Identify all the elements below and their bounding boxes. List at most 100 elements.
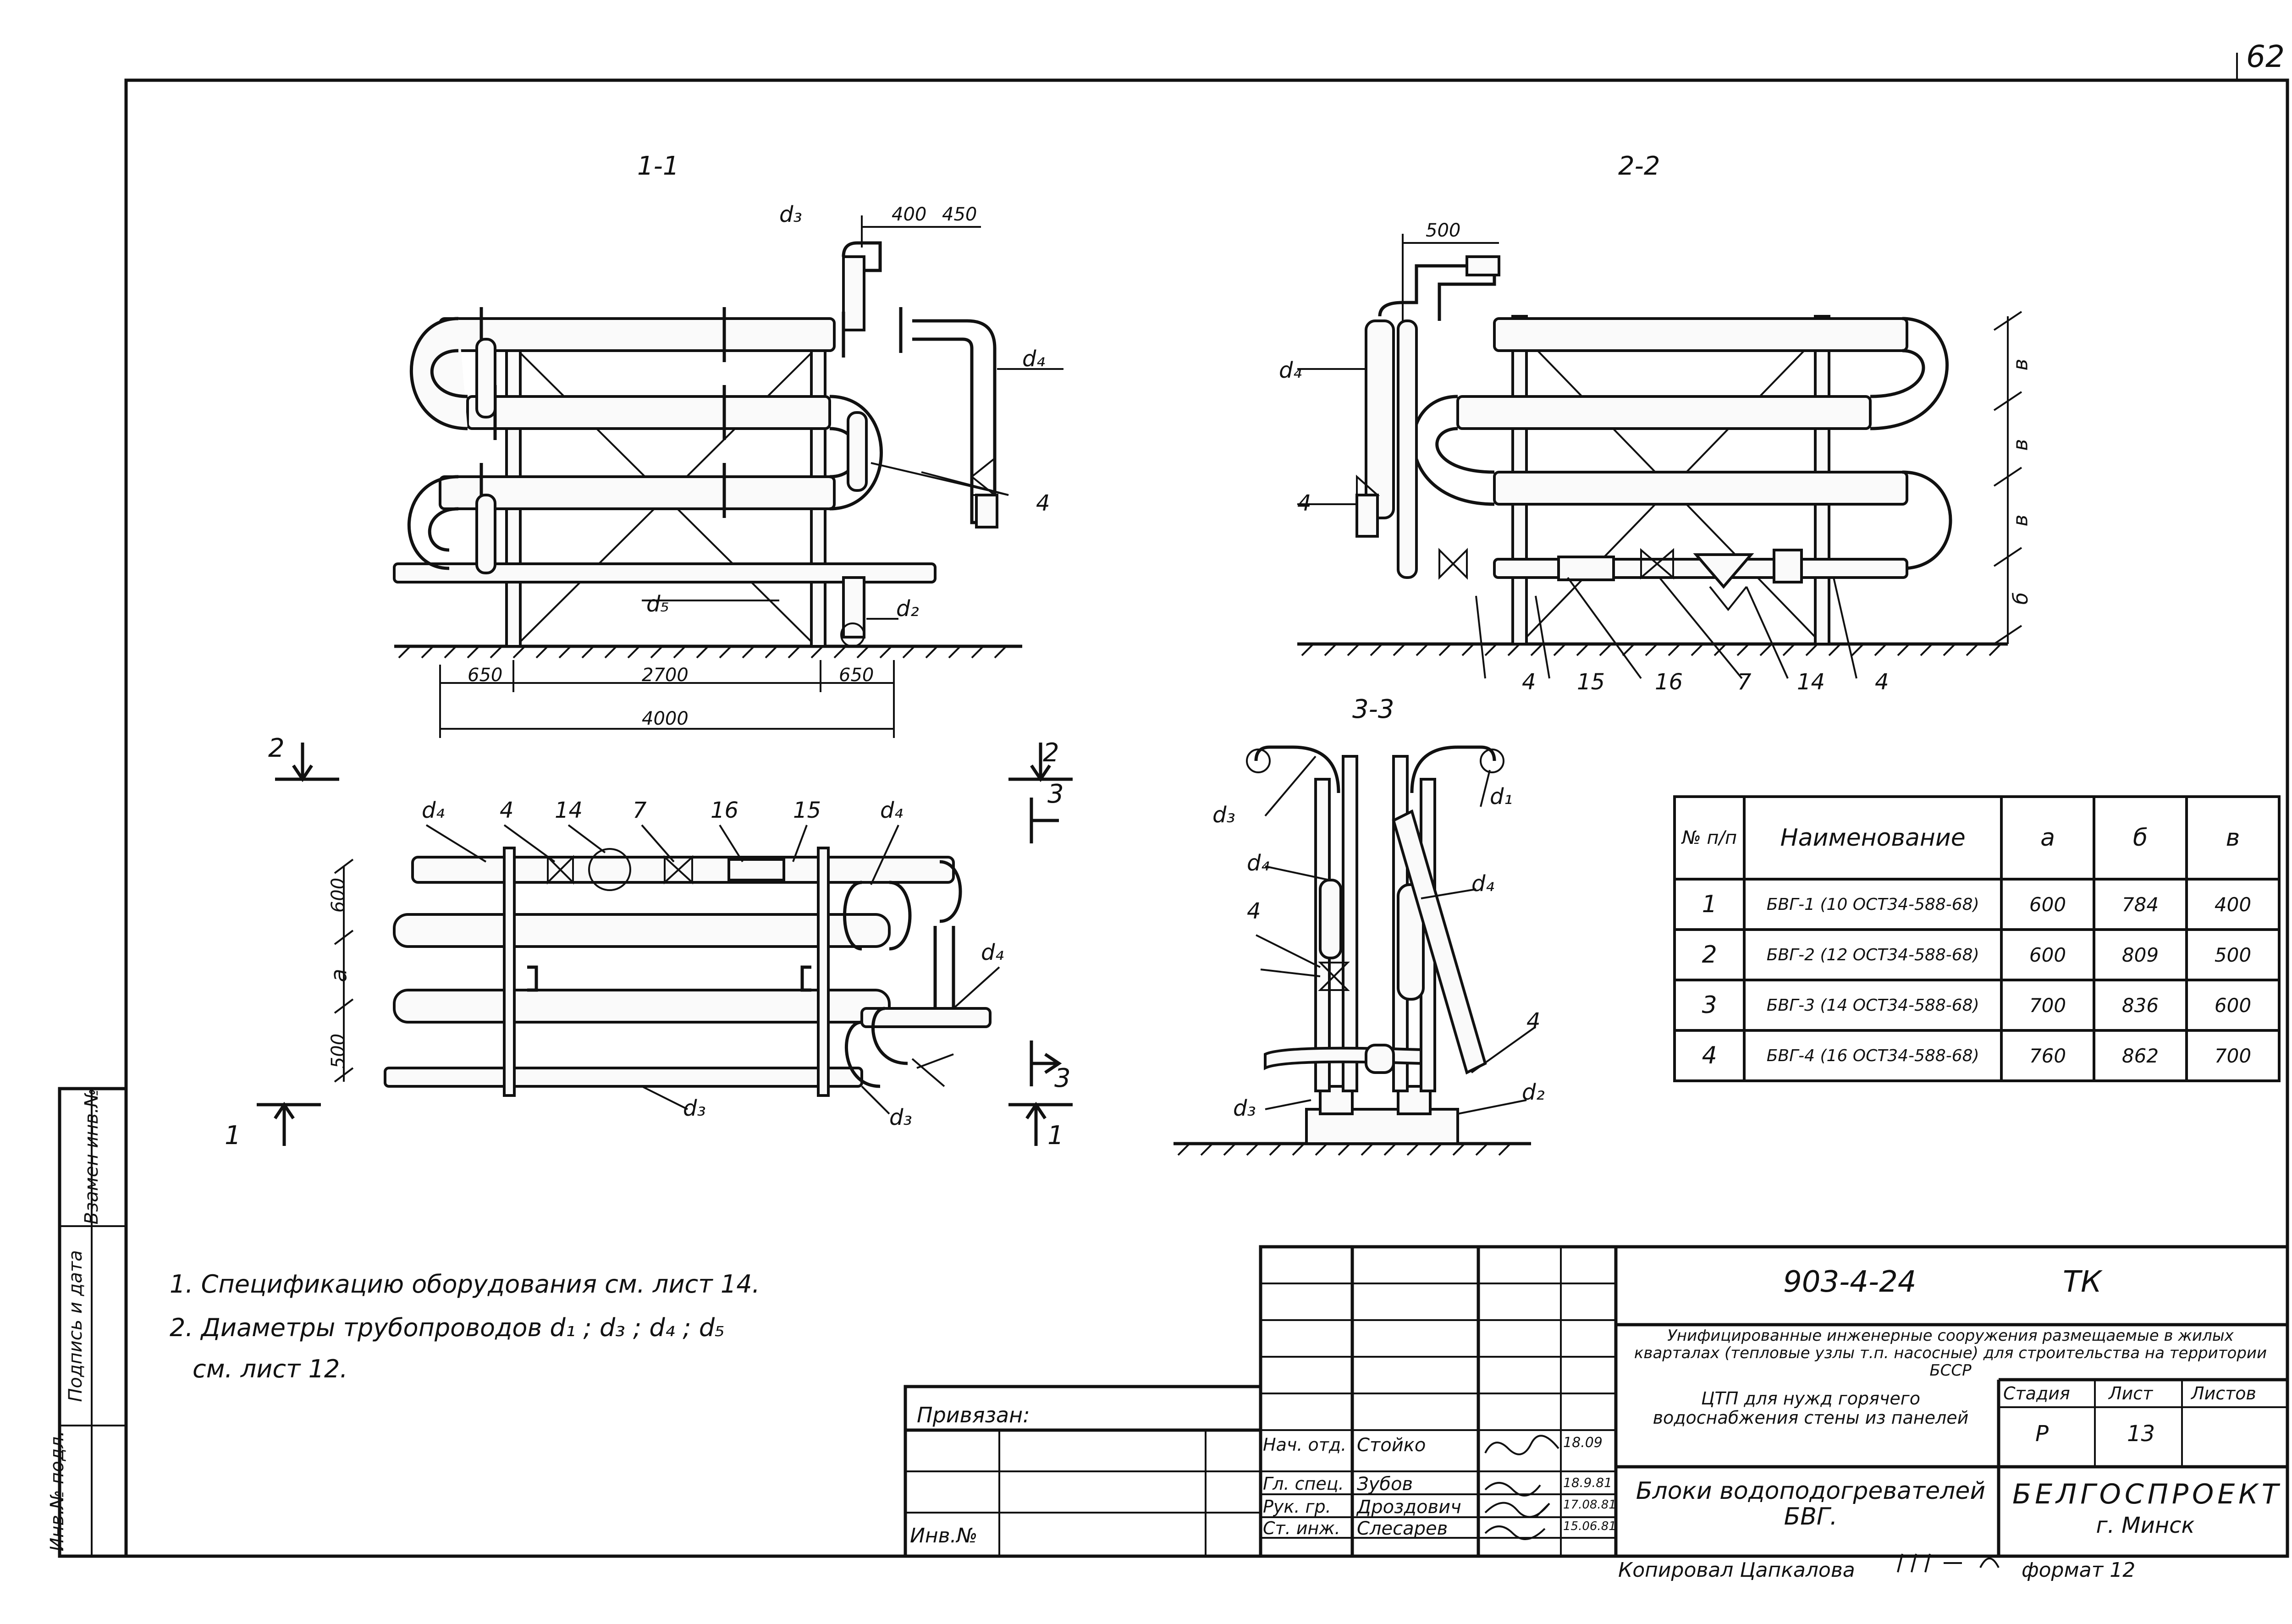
note-1: 1. Спецификацию оборудования см. лист 14…: [170, 1270, 760, 1299]
stage-value: Р: [2035, 1421, 2049, 1447]
label-d4: d₄: [1247, 850, 1270, 876]
table-row: 4 БВГ-4 (16 ОСТ34-588-68) 760 862 700: [1673, 1029, 2281, 1082]
label-d4: d₄: [981, 940, 1004, 965]
table-row: 2 БВГ-2 (12 ОСТ34-588-68) 600 809 500: [1673, 928, 2281, 981]
section-label-1-1: 1-1: [637, 151, 679, 181]
cell: БВГ-3 (14 ОСТ34-588-68): [1743, 979, 2003, 1032]
label-d3: d₃: [1233, 1096, 1256, 1121]
label-4: 4: [500, 798, 514, 823]
section-label-3-3: 3-3: [1352, 694, 1394, 724]
cell: 4: [1673, 1029, 1746, 1082]
label-d3: d₃: [683, 1096, 706, 1121]
label-d3: d₃: [889, 1105, 912, 1130]
subject: ЦТП для нужд горячего водоснабжения стен…: [1653, 1388, 1969, 1428]
cell: 700: [2185, 1029, 2281, 1082]
cell: 862: [2093, 1029, 2188, 1082]
person: Слесарев: [1357, 1518, 1448, 1539]
cell: БВГ-1 (10 ОСТ34-588-68): [1743, 878, 2003, 931]
dim-2700: 2700: [642, 665, 689, 686]
label-d5: d₅: [646, 591, 669, 617]
label-15: 15: [1577, 669, 1605, 695]
label-4: 4: [1522, 669, 1536, 695]
arrow-label-1-left: 1: [225, 1121, 241, 1151]
label-d4: d₄: [1279, 358, 1302, 383]
person: Зубов: [1357, 1474, 1413, 1495]
dim-650-right: 650: [839, 665, 874, 686]
role: Нач. отд.: [1263, 1435, 1347, 1455]
role: Ст. инж.: [1263, 1518, 1340, 1538]
riser-d4: [1365, 319, 1395, 519]
label-4: 4: [1036, 490, 1050, 516]
title-block-grid: [904, 1245, 2289, 1558]
dim-400: 400: [892, 204, 927, 225]
label-16: 16: [1655, 669, 1683, 695]
sheet-label: Лист: [2109, 1383, 2153, 1404]
ground-hatch: [398, 645, 1007, 659]
project-title: Унифицированные инженерные сооружения ра…: [1634, 1327, 2267, 1380]
riser-d3: [842, 255, 865, 331]
side-stamp: [58, 1087, 128, 1558]
role: Рук. гр.: [1263, 1497, 1331, 1517]
label-4: 4: [1526, 1008, 1541, 1034]
copied-by: Копировал Цапкалова: [1618, 1558, 1855, 1582]
label-d4: d₄: [1022, 346, 1045, 372]
doc-mark: ТК: [2063, 1265, 2102, 1299]
label-d4: d₄: [880, 798, 903, 823]
format: формат 12: [2022, 1558, 2136, 1582]
person: Стойко: [1357, 1435, 1426, 1456]
cell: 3: [1673, 979, 1746, 1032]
cell: 1: [1673, 878, 1746, 931]
cell: 2: [1673, 928, 1746, 981]
riser-d4: [912, 319, 997, 524]
org-city: г. Минск: [2096, 1513, 2195, 1538]
date: 17.08.81: [1563, 1498, 1616, 1512]
org-name: БЕЛГОСПРОЕКТ: [2012, 1478, 2282, 1510]
section-label-2-2: 2-2: [1618, 151, 1660, 181]
doc-code: 903-4-24: [1783, 1265, 1917, 1299]
note-2: 2. Диаметры трубопроводов d₁ ; d₃ ; d₄ ;…: [170, 1313, 725, 1342]
pipe-d5: [393, 562, 937, 584]
spec-table: № п/п Наименование а б в 1 БВГ-1 (10 ОСТ…: [1673, 795, 2281, 1082]
label-14: 14: [555, 798, 583, 823]
table-row: 1 БВГ-1 (10 ОСТ34-588-68) 600 784 400: [1673, 878, 2281, 931]
label-16: 16: [711, 798, 739, 823]
label-d4: d₄: [1471, 871, 1494, 897]
page-number: 62: [2246, 39, 2285, 74]
dim-650-left: 650: [468, 665, 503, 686]
sheet-value: 13: [2127, 1421, 2155, 1447]
cell: 784: [2093, 878, 2188, 931]
note-3: см. лист 12.: [193, 1354, 348, 1383]
cell: 760: [2000, 1029, 2095, 1082]
label-d1: d₁: [1490, 784, 1513, 809]
label-d3: d₃: [1212, 802, 1235, 828]
col-header-name: Наименование: [1743, 795, 2003, 881]
inv-label: Инв.№: [910, 1524, 978, 1547]
privyazan-label: Привязан:: [917, 1403, 1030, 1427]
cell: 836: [2093, 979, 2188, 1032]
label-15: 15: [793, 798, 821, 823]
label-4: 4: [1875, 669, 1889, 695]
col-header-num: № п/п: [1673, 795, 1746, 881]
person: Дроздович: [1357, 1497, 1461, 1518]
table-row: 3 БВГ-3 (14 ОСТ34-588-68) 700 836 600: [1673, 979, 2281, 1032]
label-14: 14: [1797, 669, 1825, 695]
label-d3: d₃: [779, 202, 802, 227]
label-d4: d₄: [422, 798, 445, 823]
arrow-label-2-left: 2: [268, 733, 285, 763]
date: 18.9.81: [1563, 1475, 1612, 1490]
label-4: 4: [1297, 490, 1311, 516]
date: 18.09: [1563, 1435, 1603, 1451]
label-4: 4: [1247, 898, 1261, 924]
col-header-b: б: [2093, 795, 2188, 881]
dim-450: 450: [942, 204, 977, 225]
drawing-title: Блоки водоподогревателей БВГ.: [1636, 1477, 1986, 1530]
arrow-label-2-right: 2: [1043, 738, 1059, 768]
dim-4000: 4000: [642, 708, 689, 729]
cell: 500: [2185, 928, 2281, 981]
cell: 600: [2000, 928, 2095, 981]
date: 15.06.81: [1563, 1519, 1616, 1533]
col-header-a: а: [2000, 795, 2095, 881]
stage-label: Стадия: [2003, 1383, 2070, 1404]
heater-shell: [466, 395, 831, 430]
view-plan: [257, 743, 1073, 1146]
